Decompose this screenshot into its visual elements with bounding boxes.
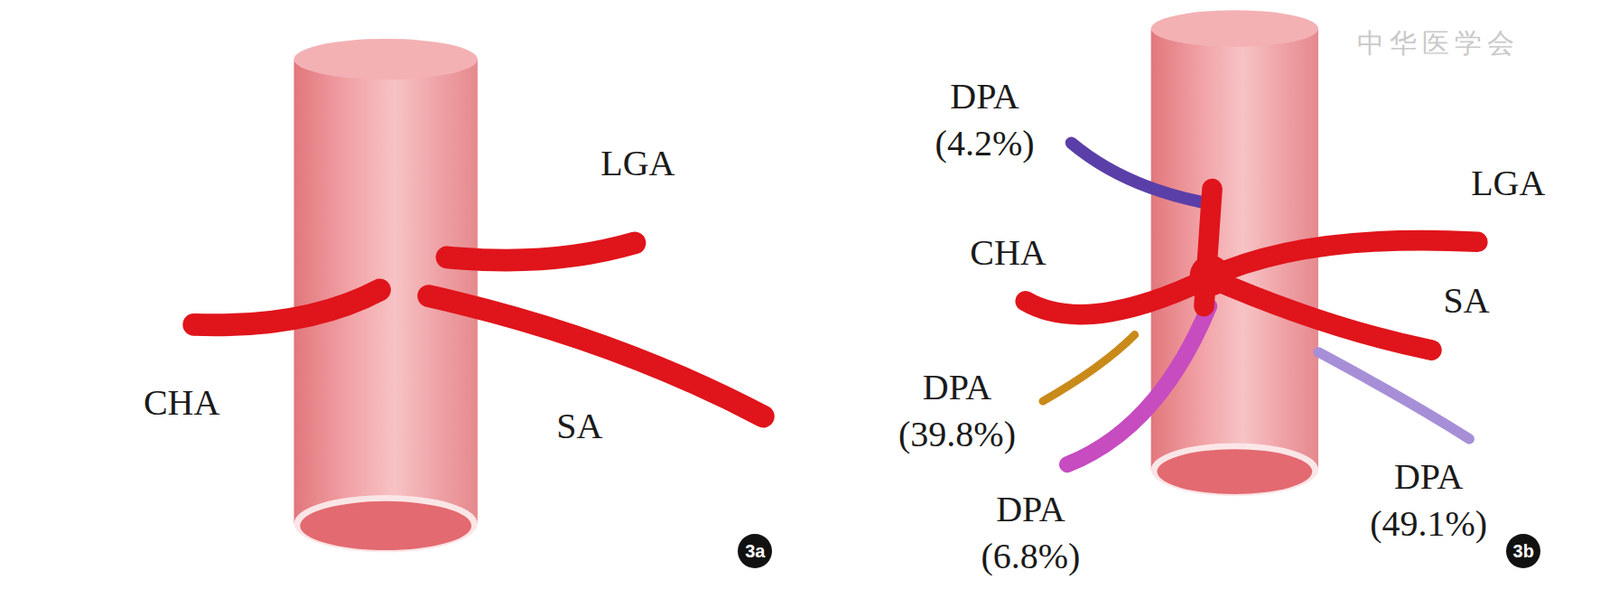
branches-a xyxy=(194,242,764,417)
panel-number: 3a xyxy=(737,533,773,568)
vessel-label: SA xyxy=(1442,277,1489,325)
vessel-label: DPA (39.8%) xyxy=(898,363,1016,458)
vessel-label: CHA xyxy=(143,379,220,427)
vessel-label: DPA (49.1%) xyxy=(1369,453,1488,548)
vessel-label: LGA xyxy=(1470,159,1545,207)
vessel-label: LGA xyxy=(600,139,675,187)
vessel-label: DPA (6.8%) xyxy=(980,485,1080,580)
watermark: 中华医学会 xyxy=(1357,25,1520,61)
vessel-label: CHA xyxy=(969,229,1046,277)
panel-number: 3b xyxy=(1506,533,1541,568)
vessel-label: DPA (4.2%) xyxy=(935,73,1035,168)
branches-b xyxy=(1025,142,1479,465)
vessel-label: SA xyxy=(556,402,603,450)
